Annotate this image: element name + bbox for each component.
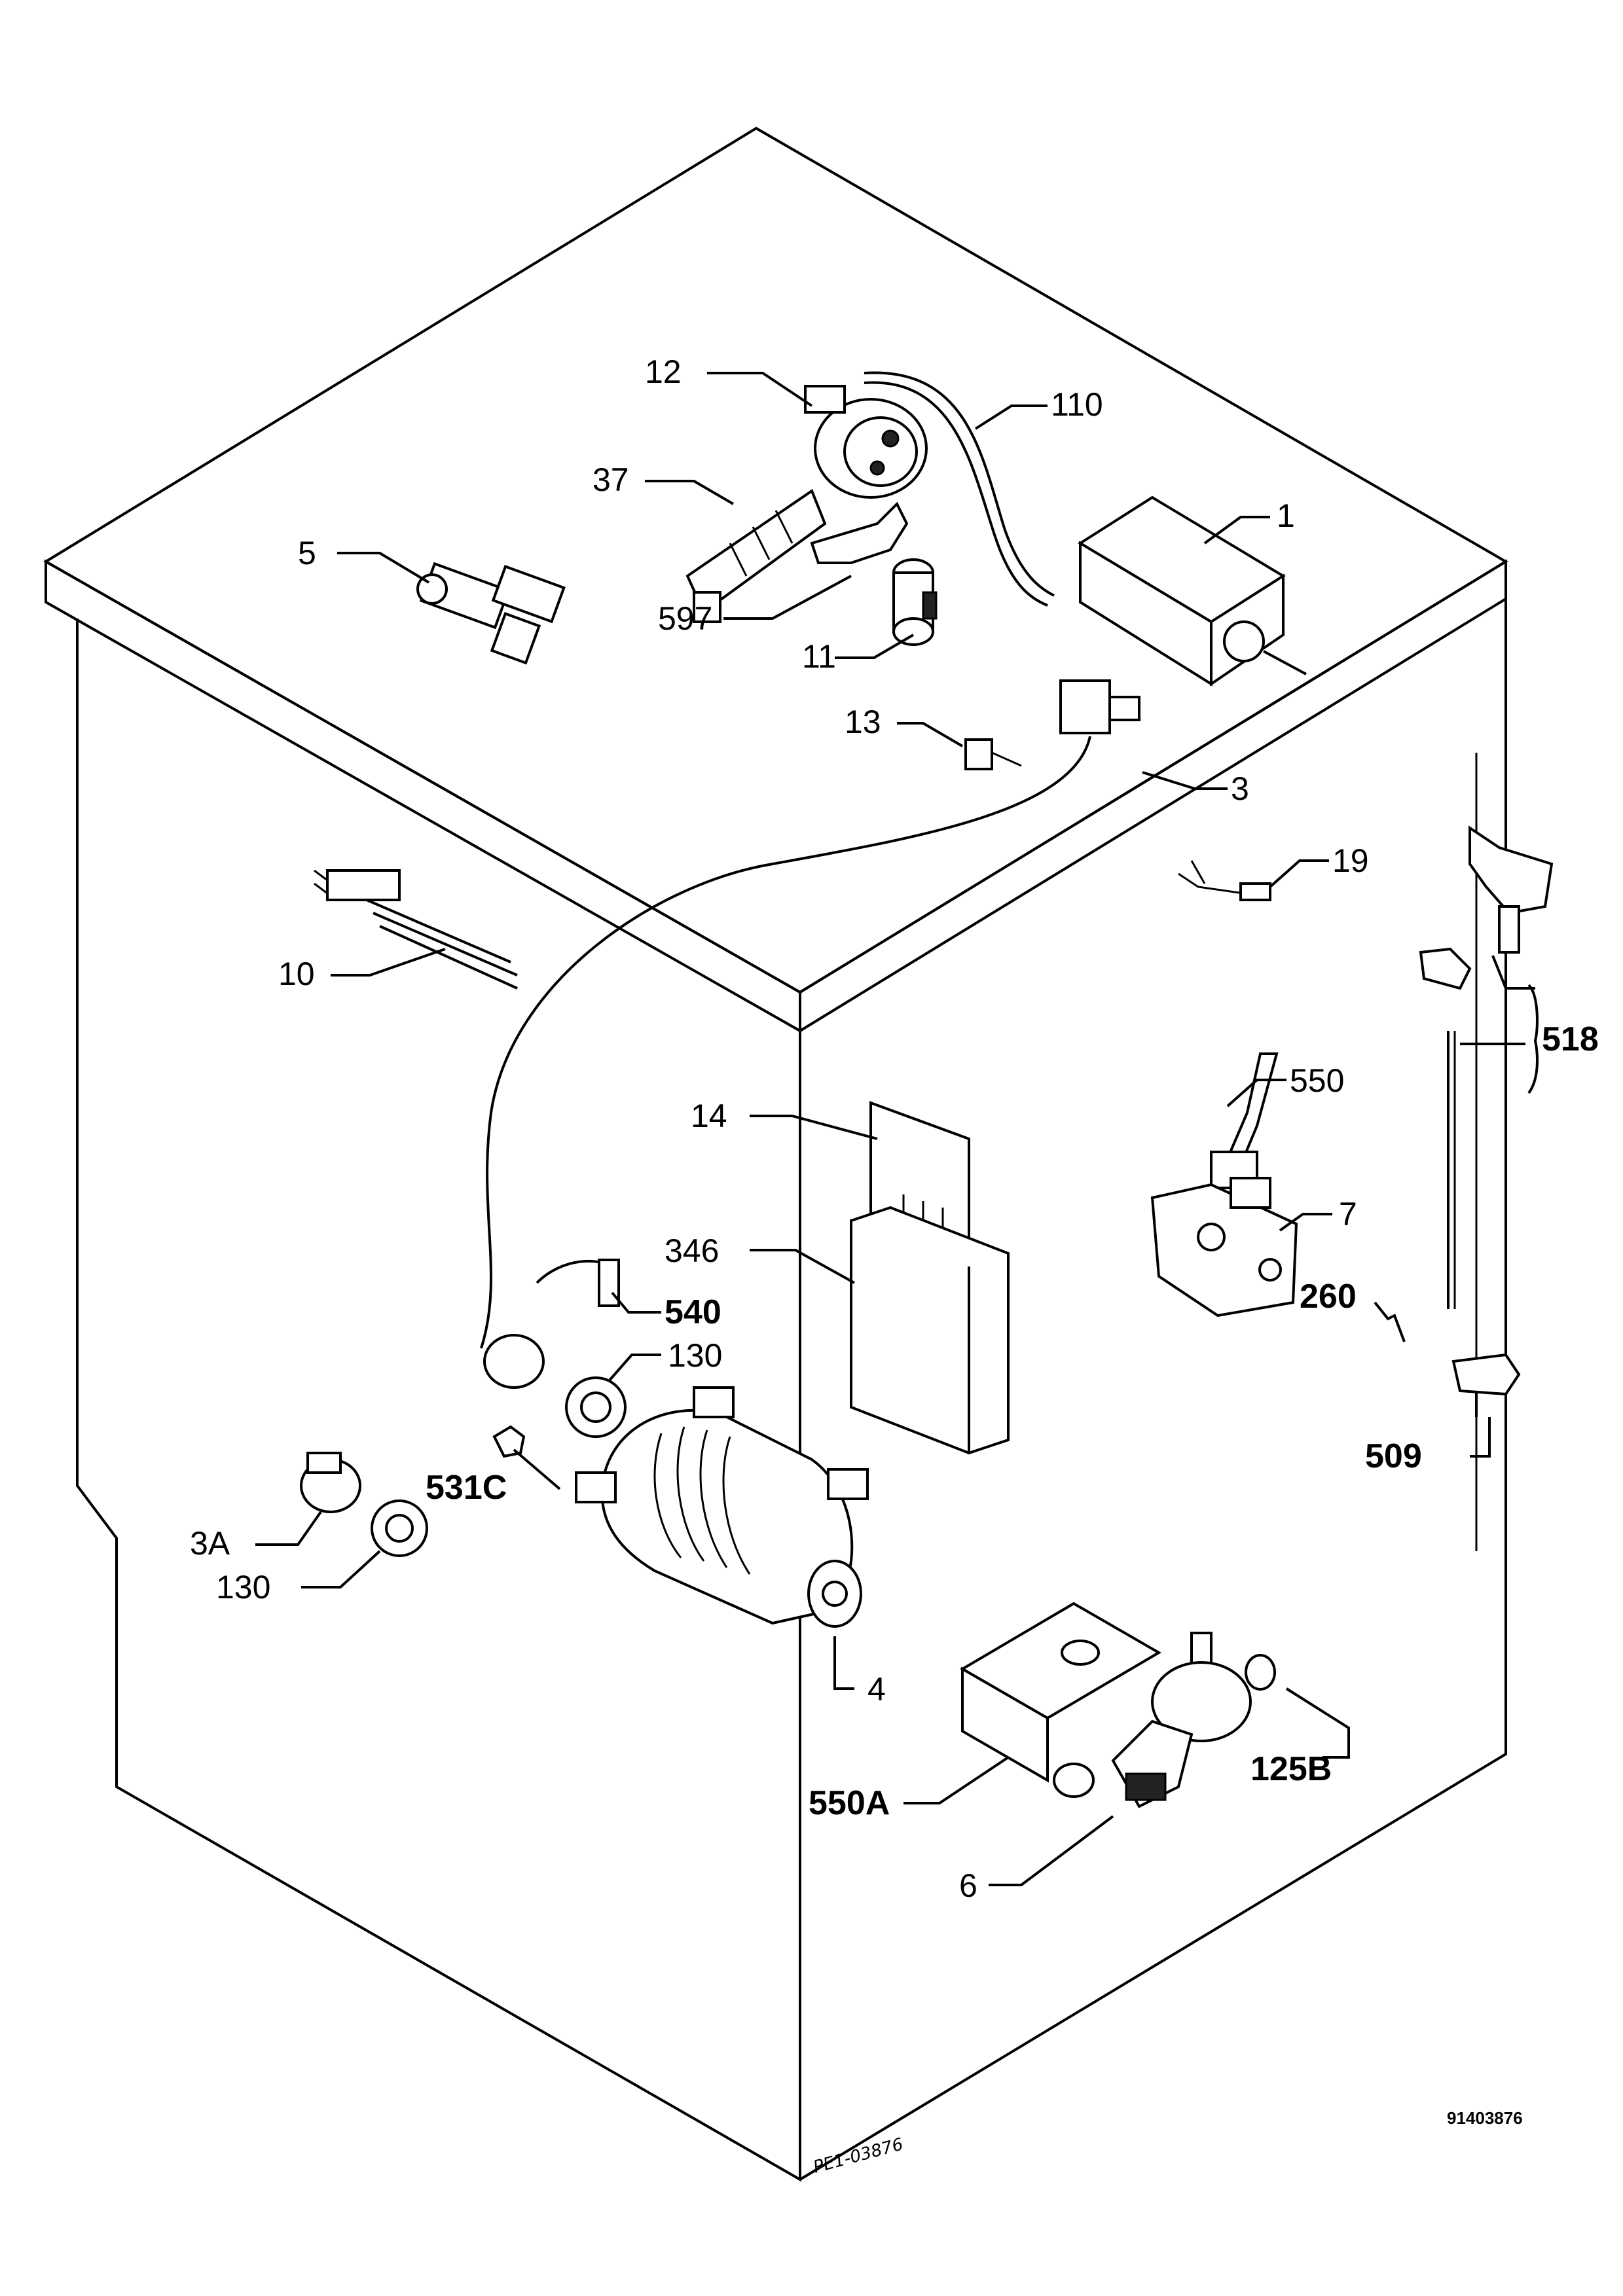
label-509: 509: [1365, 1437, 1422, 1475]
leader-19: [1269, 859, 1329, 888]
label-13: 13: [845, 704, 881, 740]
bracket-part: [810, 501, 909, 564]
leader-11: [835, 634, 915, 659]
part-labels: 12 110 37 1 5 597 11 13 3 19 10 518 550 …: [190, 353, 1599, 1904]
leader-4: [833, 1636, 854, 1690]
leader-13: [897, 722, 964, 747]
leader-37: [645, 480, 735, 505]
leader-509: [1470, 1417, 1491, 1458]
detergent-dispenser-part: [850, 1101, 1010, 1455]
pressure-switch-part: [804, 385, 928, 499]
label-37: 37: [593, 461, 629, 498]
brace-518: [1527, 984, 1539, 1094]
cable-plug-part: [483, 1334, 545, 1389]
heating-element-part: [314, 869, 518, 990]
leader-110: [974, 404, 1048, 430]
label-7: 7: [1339, 1196, 1357, 1232]
label-3a: 3A: [190, 1525, 230, 1562]
label-4: 4: [867, 1671, 886, 1708]
leader-12: [707, 372, 813, 407]
leader-lines: [255, 372, 1539, 1886]
label-550: 550: [1290, 1062, 1344, 1099]
label-550a: 550A: [809, 1784, 890, 1822]
label-19: 19: [1332, 842, 1369, 879]
leader-597: [723, 575, 852, 620]
label-130-upper: 130: [668, 1337, 722, 1374]
label-518: 518: [1542, 1020, 1599, 1058]
terminal-block-part: [685, 488, 827, 623]
program-timer-part: [1078, 495, 1307, 687]
leader-1: [1203, 516, 1270, 545]
door-lock-linkage-part: [1419, 825, 1554, 1309]
leader-3: [1142, 771, 1228, 790]
leader-3a: [255, 1511, 322, 1546]
cabinet-outline: [43, 126, 1508, 2182]
drain-pump-part: [1053, 1632, 1252, 1808]
door-interlock-part: [1150, 1177, 1298, 1318]
label-5: 5: [298, 535, 316, 571]
label-130-lower: 130: [216, 1569, 270, 1605]
leader-346: [750, 1249, 855, 1284]
pressure-hose-part: [864, 371, 1055, 607]
leader-7: [1279, 1213, 1332, 1232]
handwritten-code: PE1-03876: [811, 2134, 905, 2177]
label-12: 12: [645, 353, 682, 390]
clamp-part: [536, 1259, 620, 1307]
leader-130a: [608, 1354, 661, 1382]
lock-lever-part: [1210, 1052, 1279, 1189]
leader-5: [337, 552, 430, 584]
bushing-upper-part: [565, 1376, 627, 1438]
temperature-sensor-part: [1178, 860, 1271, 901]
label-597: 597: [658, 600, 712, 637]
capacitor-part: [892, 558, 938, 646]
door-switch-part: [480, 679, 1140, 1349]
label-10: 10: [278, 956, 315, 992]
label-1: 1: [1277, 497, 1295, 534]
leader-14: [750, 1115, 878, 1140]
pad-part: [960, 1602, 1161, 1783]
screw-part: [492, 1425, 561, 1490]
leader-550a: [903, 1756, 1010, 1804]
o-ring-part: [1245, 1654, 1276, 1691]
label-540: 540: [665, 1293, 721, 1331]
hook-part: [1451, 1353, 1521, 1417]
spring-clip-part: [1374, 1301, 1406, 1342]
leader-10: [331, 948, 446, 977]
label-346: 346: [665, 1232, 719, 1269]
label-125b: 125B: [1250, 1750, 1332, 1788]
label-110: 110: [1051, 386, 1103, 423]
leader-130b: [301, 1550, 381, 1588]
thermostat-part: [300, 1452, 361, 1513]
label-3: 3: [1231, 770, 1249, 807]
leader-550: [1226, 1079, 1286, 1107]
motor-part: [575, 1386, 869, 1628]
label-531c: 531C: [426, 1469, 507, 1507]
leader-125b: [1285, 1687, 1350, 1759]
label-6: 6: [959, 1867, 977, 1904]
leader-518-a: [1491, 955, 1535, 990]
leader-540: [611, 1291, 661, 1314]
leader-6: [989, 1815, 1114, 1886]
label-14: 14: [691, 1098, 727, 1134]
clip-part: [964, 738, 1022, 770]
label-11: 11: [802, 638, 836, 675]
label-260: 260: [1300, 1278, 1357, 1316]
water-valve-part: [416, 562, 566, 665]
document-number: 91403876: [1447, 2108, 1523, 2128]
bushing-lower-part: [371, 1499, 428, 1557]
